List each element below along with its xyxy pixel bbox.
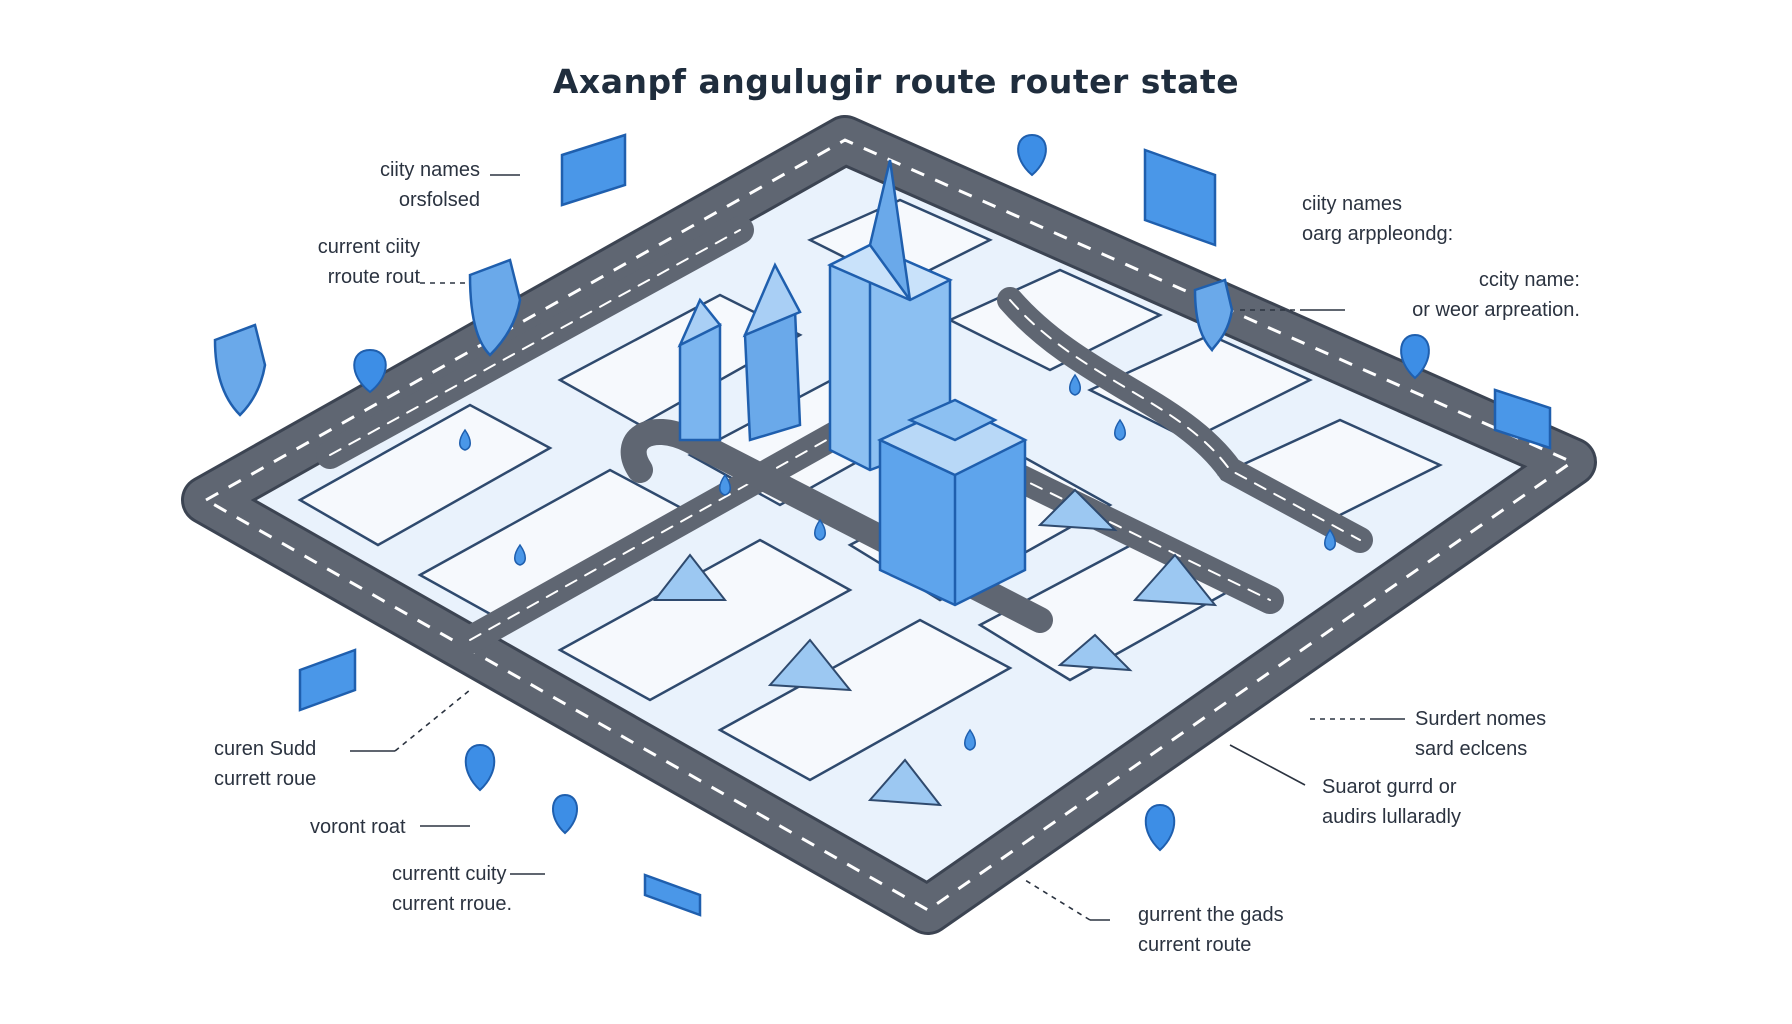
label-right-3: Surdert nomes sard eclcens bbox=[1415, 704, 1546, 764]
label-line: currentt cuity bbox=[392, 863, 507, 885]
label-line: currett roue bbox=[214, 768, 317, 790]
label-right-4: Suarot gurrd or audirs lullaradly bbox=[1322, 772, 1461, 832]
label-line: audirs lullaradly bbox=[1322, 806, 1461, 828]
label-right-2: ccity name: or weor arpreation. bbox=[1330, 265, 1580, 325]
label-line: ciity names bbox=[1302, 193, 1403, 215]
label-left-5: currentt cuity current rroue. bbox=[392, 859, 512, 919]
leader-lines bbox=[350, 174, 1405, 921]
shield-icons bbox=[213, 258, 1234, 417]
label-right-5: gurrent the gads current route bbox=[1138, 900, 1284, 960]
label-left-1: ciity names orsfolsed bbox=[330, 155, 480, 215]
label-line: Suarot gurrd or bbox=[1322, 776, 1457, 798]
label-line: current route bbox=[1138, 934, 1252, 956]
label-left-2: current ciity rroute rout bbox=[260, 232, 420, 292]
location-pins bbox=[353, 133, 1430, 852]
label-line: orsfolsed bbox=[398, 189, 480, 211]
label-left-3: curen Sudd currett roue bbox=[214, 734, 316, 794]
label-line: ciity names bbox=[379, 159, 480, 181]
label-line: curen Sudd bbox=[214, 738, 317, 760]
droplet-decorations bbox=[459, 373, 1336, 751]
ring-road bbox=[181, 115, 1597, 935]
diagram-title: Axanpf angulugir route router state bbox=[552, 62, 1240, 101]
label-line: or weor arpreation. bbox=[1412, 299, 1580, 321]
label-right-1: ciity names oarg arppleondg: bbox=[1302, 189, 1453, 249]
label-line: voront roat bbox=[310, 816, 406, 838]
label-line: rroute rout bbox=[327, 266, 420, 288]
label-left-4: voront roat bbox=[310, 812, 406, 842]
label-line: gurrent the gads bbox=[1138, 904, 1284, 926]
glass-office-tower bbox=[877, 398, 1028, 607]
label-line: current rroue. bbox=[392, 893, 513, 915]
label-line: current ciity bbox=[317, 236, 420, 258]
label-line: Surdert nomes bbox=[1415, 708, 1547, 730]
signboards bbox=[298, 133, 1552, 917]
label-line: ccity name: bbox=[1478, 269, 1580, 291]
rock-clusters bbox=[652, 488, 1218, 807]
twin-towers bbox=[677, 262, 802, 442]
label-line: oarg arppleondg: bbox=[1302, 223, 1454, 245]
label-line: sard eclcens bbox=[1415, 738, 1528, 760]
